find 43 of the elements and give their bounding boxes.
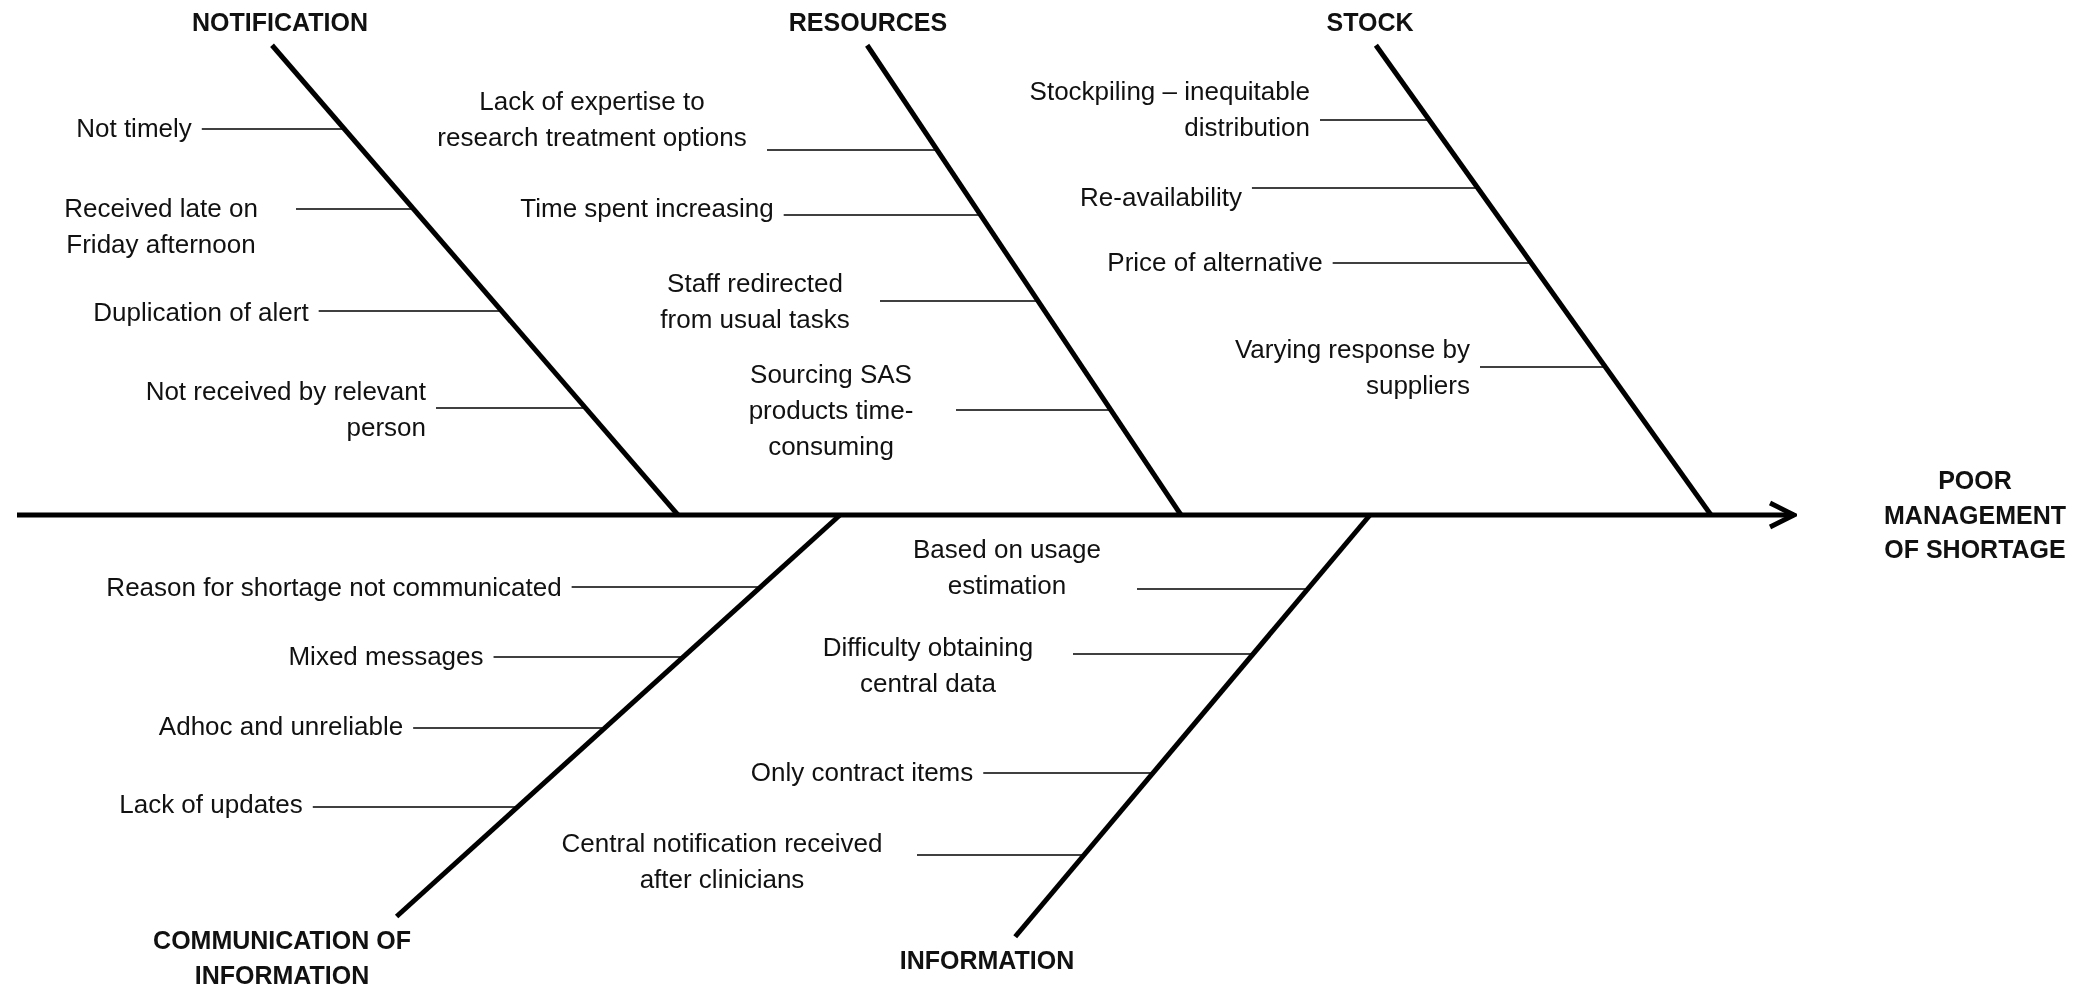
cause-label: Lack of updates <box>119 788 303 822</box>
category-label: NOTIFICATION <box>192 6 368 38</box>
cause-label: Only contract items <box>750 756 974 790</box>
leader-line <box>492 656 684 658</box>
leader-line <box>1136 588 1309 590</box>
cause-label: Not received by relevant person <box>144 375 426 444</box>
cause-label: Difficulty obtaining central data <box>821 631 1035 700</box>
cause-label: Reason for shortage not communicated <box>106 571 562 605</box>
bone-line <box>1013 513 1372 939</box>
spine-arrow <box>17 500 1797 530</box>
cause-label: Time spent increasing <box>520 192 774 226</box>
cause-label: Lack of expertise to research treatment options <box>436 85 748 154</box>
leader-line <box>879 300 1039 302</box>
cause-label: Adhoc and unreliable <box>158 710 404 744</box>
leader-line <box>982 772 1154 774</box>
category-label: RESOURCES <box>788 6 948 38</box>
cause-label: Based on usage estimation <box>912 533 1102 602</box>
cause-label: Re-availability <box>1080 181 1242 215</box>
cause-label: Sourcing SAS products time-consuming <box>747 358 915 463</box>
leader-line <box>916 854 1085 856</box>
cause-label: Not timely <box>76 112 192 146</box>
leader-line <box>1331 262 1532 264</box>
cause-label: Stockpiling – inequitable distribution <box>1028 75 1310 144</box>
effect-label: POOR MANAGEMENT OF SHORTAGE <box>1884 465 2066 566</box>
cause-label: Varying response by suppliers <box>1233 333 1470 402</box>
cause-label: Central notification received after clinicians <box>560 827 884 896</box>
leader-line <box>1319 119 1430 121</box>
leader-line <box>766 149 938 151</box>
cause-label: Price of alternative <box>1107 246 1323 280</box>
cause-label: Received late on Friday afternoon <box>63 192 259 261</box>
leader-line <box>1251 187 1479 189</box>
category-label: COMMUNICATION OF INFORMATION <box>152 924 412 990</box>
cause-label: Mixed messages <box>288 640 484 674</box>
bone-line <box>1373 43 1714 517</box>
leader-line <box>955 409 1112 411</box>
bone-line <box>865 43 1184 517</box>
bone-line <box>394 513 842 919</box>
category-label: INFORMATION <box>899 944 1075 976</box>
cause-label: Staff redirected from usual tasks <box>659 267 851 336</box>
leader-line <box>1072 653 1254 655</box>
bone-line <box>270 43 680 517</box>
category-label: STOCK <box>1326 6 1414 38</box>
cause-label: Duplication of alert <box>93 296 309 330</box>
